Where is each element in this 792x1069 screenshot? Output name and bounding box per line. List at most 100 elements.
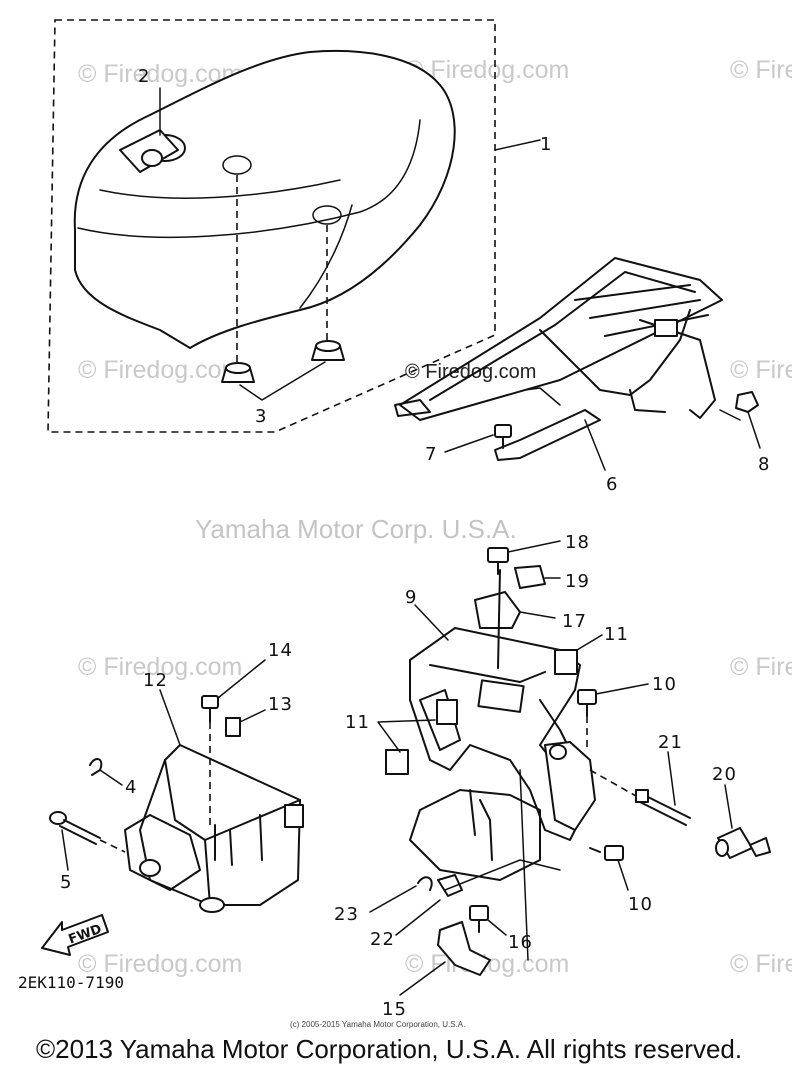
seat-assembly: [47, 19, 541, 433]
callout-1: 1: [540, 134, 552, 155]
callout-19: 19: [565, 571, 590, 592]
callout-11-left: 11: [345, 712, 370, 733]
forward-arrow: FWD: [41, 914, 109, 956]
watermark-firedog: © Fire: [730, 356, 792, 384]
small-copyright: (c) 2005-2015 Yamaha Motor Corporation, …: [290, 1020, 465, 1029]
part-7-bolt: [494, 424, 512, 449]
bracket-left-leg: [419, 689, 461, 751]
callout-13: 13: [268, 694, 293, 715]
carrier-block: [654, 319, 678, 337]
part-12-box-body: [139, 744, 301, 906]
callout-17: 17: [562, 611, 587, 632]
watermark-firedog: © Firedog.com: [78, 653, 242, 681]
watermark-firedog: © Fire: [730, 56, 792, 84]
leader-12: [159, 689, 181, 746]
diagram-code: 2EK110-7190: [18, 973, 124, 992]
callout-10-upper: 10: [652, 674, 677, 695]
mount-stud: [497, 569, 501, 669]
part-13-pad: [225, 717, 241, 737]
part-20-key-lock: [715, 827, 771, 859]
rear-carrier: [394, 257, 761, 471]
part-17-bracket: [474, 591, 521, 629]
bracket-guide-line: [519, 769, 529, 961]
bracket-lower-ribs: [469, 789, 493, 861]
nut-guide: [719, 409, 741, 421]
carrier-front-mount: [394, 399, 431, 417]
carrier-side-bar: [494, 409, 601, 461]
callout-5: 5: [60, 872, 72, 893]
seat-mount-hole: [222, 155, 252, 175]
box-bracket: [124, 814, 201, 891]
callout-8: 8: [758, 454, 770, 475]
leader-11-left: [377, 719, 436, 753]
part-11-pad: [385, 749, 409, 775]
part-5-bolt: [49, 811, 101, 845]
bracket-link-line: [444, 859, 561, 891]
carrier-bracket: [539, 309, 691, 396]
seat-seam: [77, 119, 421, 239]
leader-23: [369, 885, 417, 913]
part-10-bolt-lower: [589, 845, 624, 861]
part-16-bolt: [469, 905, 489, 933]
part-15-lever: [437, 921, 491, 976]
box-tab: [284, 804, 304, 828]
leader-17: [519, 611, 556, 619]
leader-3: [239, 361, 326, 401]
leader-21: [667, 751, 676, 806]
watermark-manufacturer: Yamaha Motor Corp. U.S.A.: [195, 514, 517, 544]
leader-6: [584, 419, 606, 471]
callout-11-right: 11: [604, 624, 629, 645]
part-14-bolt: [201, 695, 219, 723]
callout-6: 6: [606, 474, 618, 495]
box-top-edge: [164, 759, 301, 841]
leader-1: [494, 139, 541, 151]
callout-2: 2: [138, 66, 150, 87]
bracket-plate: [544, 741, 596, 831]
callout-15: 15: [382, 999, 407, 1020]
seat-cushion: [73, 49, 456, 349]
leader-8: [747, 411, 761, 449]
watermark-firedog-dark: © Firedog.com: [405, 361, 536, 383]
callout-16: 16: [508, 932, 533, 953]
leader-15: [399, 961, 446, 996]
leader-11: [576, 634, 603, 651]
callout-7: 7: [425, 444, 437, 465]
battery-box-assembly: [49, 659, 304, 913]
part-8-nut: [735, 391, 759, 413]
watermark-layer: © Firedog.com © Firedog.com © Fire © Fir…: [78, 56, 792, 978]
callout-21: 21: [658, 732, 683, 753]
callout-18: 18: [565, 532, 590, 553]
part-2-grab-strap-clip: [119, 129, 186, 173]
box-corner: [204, 839, 211, 906]
box-ribs: [214, 814, 263, 866]
bracket-assembly: [369, 540, 771, 996]
footer-copyright: ©2013 Yamaha Motor Corporation, U.S.A. A…: [36, 1034, 742, 1064]
part-4-clip: [89, 758, 103, 776]
callout-23: 23: [334, 904, 359, 925]
watermark-firedog: © Firedog.com: [78, 356, 242, 384]
seat-mount-hole: [312, 205, 342, 225]
leader-7: [444, 434, 494, 453]
carrier-foot: [629, 389, 666, 413]
watermark-firedog: © Fire: [730, 653, 792, 681]
carrier-crossbars: [574, 284, 709, 337]
seat-edge: [299, 204, 353, 309]
leader-16: [487, 919, 507, 936]
carrier-stay: [639, 319, 716, 419]
dashed-guide: [99, 839, 126, 853]
leader-5: [61, 829, 69, 871]
part-11-pad: [436, 699, 458, 725]
watermark-firedog: © Firedog.com: [78, 950, 242, 978]
callout-3: 3: [255, 406, 267, 427]
leader-13: [239, 709, 266, 723]
bracket-lower-housing: [409, 789, 541, 881]
callout-9: 9: [405, 587, 417, 608]
leader-10-upper: [595, 683, 649, 695]
part-22-plate: [437, 874, 463, 897]
part-23-spring: [417, 876, 433, 891]
leader-10-lower: [617, 859, 629, 891]
seat-contour: [99, 179, 341, 199]
leader-18: [507, 540, 561, 553]
